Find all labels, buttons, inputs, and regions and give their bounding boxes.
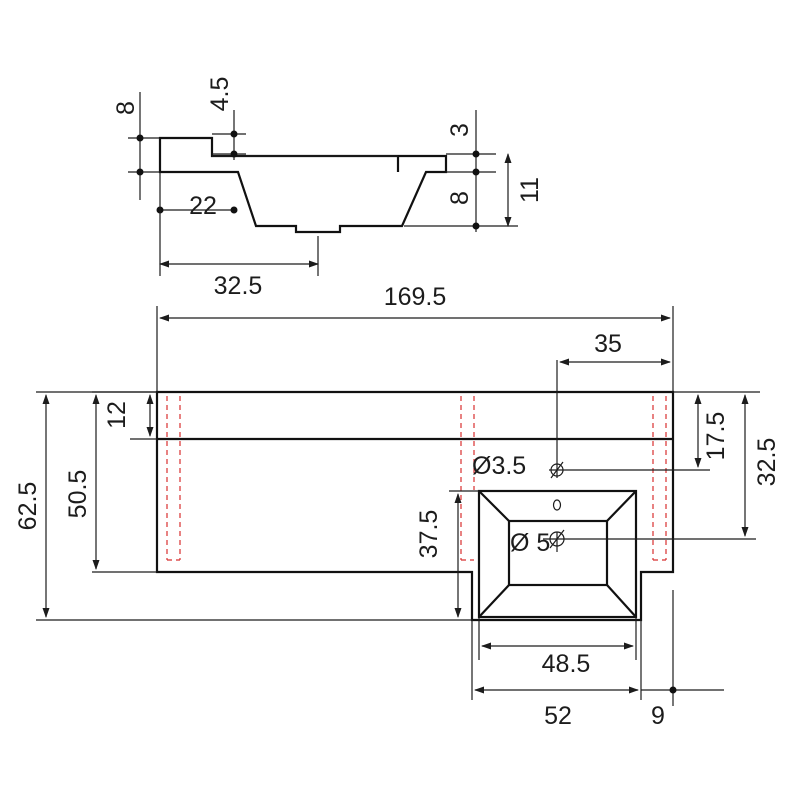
dim-side-32-5: 32.5 xyxy=(214,272,263,300)
basin-outer xyxy=(477,489,638,619)
dim-side-11: 11 xyxy=(516,177,544,203)
basin-inner xyxy=(507,519,609,587)
dim-48-5: 48.5 xyxy=(542,650,591,678)
dim-35: 35 xyxy=(594,330,622,358)
dim-9: 9 xyxy=(651,702,665,730)
dim-62-5: 62.5 xyxy=(14,482,42,531)
dim-12: 12 xyxy=(103,401,131,429)
overflow-slot xyxy=(552,499,562,511)
hole-label-3-5: Ø3.5 xyxy=(472,452,526,480)
dim-overall-169-5: 169.5 xyxy=(384,283,447,311)
dim-50-5: 50.5 xyxy=(64,470,92,519)
dim-side-8-top: 8 xyxy=(112,101,140,115)
dim-37-5: 37.5 xyxy=(415,510,443,559)
dim-32-5: 32.5 xyxy=(753,438,781,487)
dim-52: 52 xyxy=(544,702,572,730)
dim-side-3: 3 xyxy=(446,123,474,137)
hole-label-5: Ø 5 xyxy=(510,529,550,557)
side-view: 8 4.5 22 32.5 3 8 11 xyxy=(112,77,544,300)
dim-side-8-right: 8 xyxy=(446,191,474,205)
dim-side-22: 22 xyxy=(189,192,217,220)
dim-side-4-5: 4.5 xyxy=(206,77,234,112)
plan-view: Ø3.5 Ø 5 169.5 35 12 50.5 62.5 37.5 xyxy=(14,283,781,730)
dim-17-5: 17.5 xyxy=(702,412,730,461)
